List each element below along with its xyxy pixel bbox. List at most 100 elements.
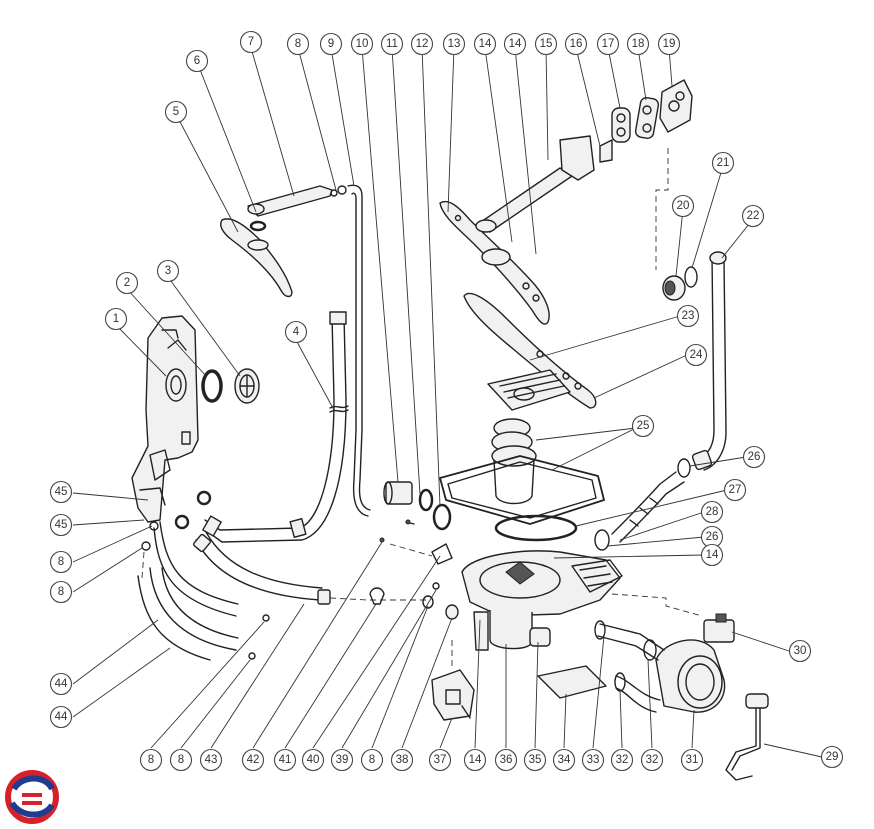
part-small-fittings — [141, 490, 459, 660]
callout-2: 2 — [115, 271, 139, 295]
part-seal-18 — [634, 96, 660, 140]
callout-26b: 26 — [700, 525, 724, 549]
svg-text:8: 8 — [178, 754, 184, 766]
part-hose-43 — [193, 531, 331, 605]
part-hose-44 — [137, 521, 239, 661]
callout-21: 21 — [711, 151, 735, 175]
svg-text:3: 3 — [165, 265, 171, 277]
svg-text:36: 36 — [500, 754, 513, 766]
callout-1: 1 — [104, 307, 128, 331]
callout-18: 18 — [626, 32, 650, 56]
svg-text:8: 8 — [295, 38, 301, 50]
svg-text:37: 37 — [434, 754, 447, 766]
svg-text:31: 31 — [686, 754, 699, 766]
assembly-lines — [141, 148, 703, 670]
svg-text:33: 33 — [587, 754, 600, 766]
svg-text:2: 2 — [124, 277, 130, 289]
callout-28: 28 — [700, 500, 724, 524]
callout-20: 20 — [671, 194, 695, 218]
part-connector-10 — [383, 481, 452, 531]
svg-text:14: 14 — [469, 754, 482, 766]
leader-lines — [72, 47, 823, 758]
callout-10: 10 — [350, 32, 374, 56]
svg-text:4: 4 — [293, 326, 300, 338]
callout-8b: 8 — [49, 550, 73, 574]
svg-text:20: 20 — [677, 200, 690, 212]
callout-32a: 32 — [610, 748, 634, 772]
callout-14b: 14 — [503, 32, 527, 56]
svg-text:8: 8 — [148, 754, 154, 766]
callout-31: 31 — [680, 748, 704, 772]
svg-text:40: 40 — [307, 754, 320, 766]
callout-9: 9 — [319, 32, 343, 56]
callout-45a: 45 — [49, 480, 73, 504]
part-cap-3 — [234, 368, 260, 404]
callout-41: 41 — [273, 748, 297, 772]
callout-45b: 45 — [49, 513, 73, 537]
svg-text:12: 12 — [416, 38, 429, 50]
callout-44b: 44 — [49, 705, 73, 729]
callout-40: 40 — [301, 748, 325, 772]
part-hose-27 — [611, 458, 691, 543]
svg-text:27: 27 — [729, 484, 742, 496]
part-upper-spray-arm — [220, 185, 347, 298]
callout-8e: 8 — [169, 748, 193, 772]
svg-text:15: 15 — [540, 38, 553, 50]
svg-text:26: 26 — [748, 451, 761, 463]
callout-23: 23 — [676, 304, 700, 328]
part-nozzle-20 — [662, 275, 686, 301]
callout-39: 39 — [330, 748, 354, 772]
svg-text:9: 9 — [328, 38, 334, 50]
callout-14d: 14 — [463, 748, 487, 772]
callouts: 1 2 3 4 5 6 7 8 9 10 11 12 13 14 14 15 1… — [49, 30, 844, 772]
svg-text:32: 32 — [646, 754, 659, 766]
callout-30: 30 — [788, 639, 812, 663]
callout-35: 35 — [523, 748, 547, 772]
callout-3: 3 — [156, 259, 180, 283]
callout-14a: 14 — [473, 32, 497, 56]
svg-text:29: 29 — [826, 751, 839, 763]
callout-42: 42 — [241, 748, 265, 772]
callout-37: 37 — [428, 748, 452, 772]
svg-text:32: 32 — [616, 754, 629, 766]
svg-text:45: 45 — [55, 519, 68, 531]
svg-text:18: 18 — [632, 38, 645, 50]
callout-8c: 8 — [49, 580, 73, 604]
svg-text:21: 21 — [717, 157, 730, 169]
part-feed-tube-16 — [475, 135, 613, 233]
callout-43: 43 — [199, 748, 223, 772]
svg-text:14: 14 — [479, 38, 492, 50]
callout-19: 19 — [657, 32, 681, 56]
callout-16: 16 — [564, 32, 588, 56]
callout-22: 22 — [741, 204, 765, 228]
callout-8d: 8 — [139, 748, 163, 772]
svg-text:22: 22 — [747, 210, 760, 222]
svg-text:25: 25 — [637, 420, 650, 432]
callout-24: 24 — [684, 343, 708, 367]
callout-17: 17 — [596, 32, 620, 56]
svg-text:34: 34 — [558, 754, 571, 766]
svg-text:30: 30 — [794, 645, 807, 657]
part-hose-33 — [594, 620, 665, 713]
callout-34: 34 — [552, 748, 576, 772]
parts-drawing — [131, 79, 769, 781]
svg-text:44: 44 — [55, 711, 68, 723]
callout-6: 6 — [185, 49, 209, 73]
svg-text:8: 8 — [58, 556, 64, 568]
svg-text:5: 5 — [173, 106, 179, 118]
part-o-ring-2 — [201, 369, 223, 403]
callout-8a: 8 — [286, 32, 310, 56]
svg-text:8: 8 — [58, 586, 64, 598]
svg-text:1: 1 — [113, 313, 119, 325]
svg-text:26: 26 — [706, 531, 719, 543]
part-seal-17 — [611, 107, 631, 143]
part-gasket-28 — [494, 514, 578, 542]
part-middle-spray-arm-13 — [439, 200, 550, 325]
callout-4: 4 — [284, 320, 308, 344]
svg-text:16: 16 — [570, 38, 583, 50]
callout-32b: 32 — [640, 748, 664, 772]
callout-26a: 26 — [742, 445, 766, 469]
svg-text:14: 14 — [706, 549, 719, 561]
svg-text:28: 28 — [706, 506, 719, 518]
